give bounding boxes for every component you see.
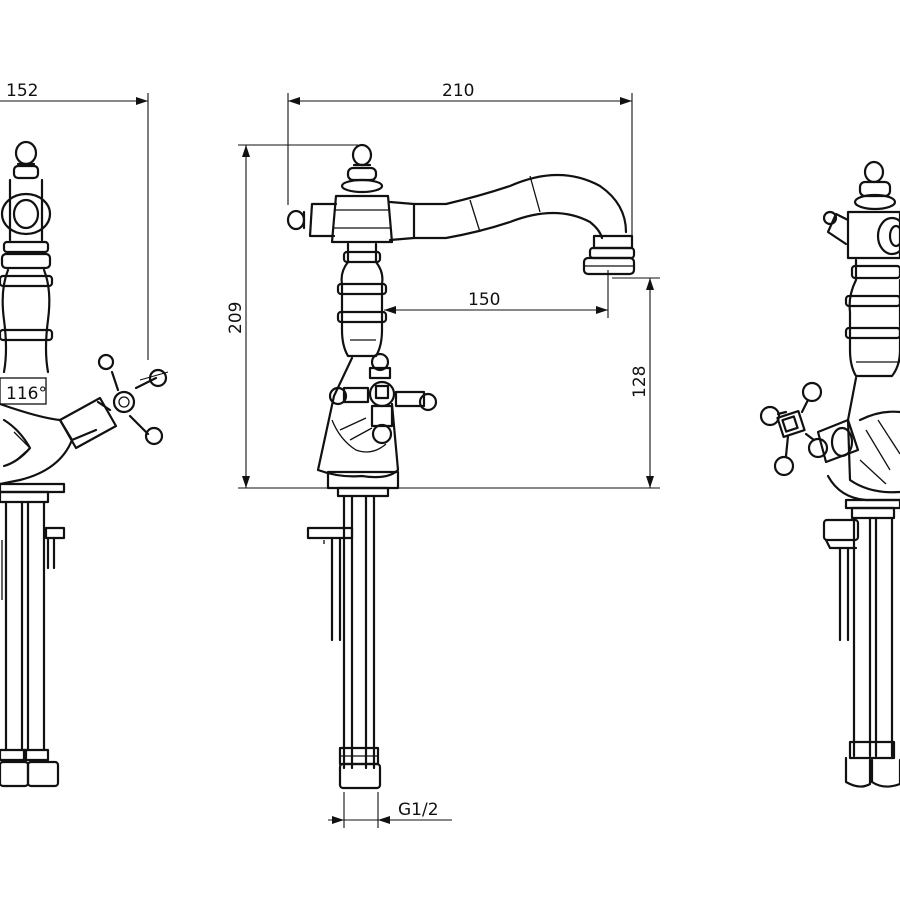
dimension-210: 210 [287, 81, 633, 238]
dimension-g12: G1/2 [328, 792, 452, 828]
dim-spout-reach: 150 [468, 290, 500, 310]
dim-spout-height: 128 [630, 366, 650, 398]
dim-front-width: 152 [6, 81, 38, 101]
side-view: 210 209 150 128 [226, 81, 660, 828]
dimension-209: 209 [226, 144, 660, 489]
dimension-152: 152 [0, 81, 149, 360]
dim-thread-size: G1/2 [398, 800, 439, 820]
rear-view [759, 160, 900, 788]
dim-overall-reach: 210 [442, 81, 474, 101]
dimension-128: 128 [612, 277, 660, 488]
front-view: 152 116° [0, 81, 169, 788]
dim-overall-height: 209 [226, 302, 246, 334]
dimension-150: 150 [384, 270, 609, 318]
dim-handle-angle: 116° [6, 384, 47, 404]
